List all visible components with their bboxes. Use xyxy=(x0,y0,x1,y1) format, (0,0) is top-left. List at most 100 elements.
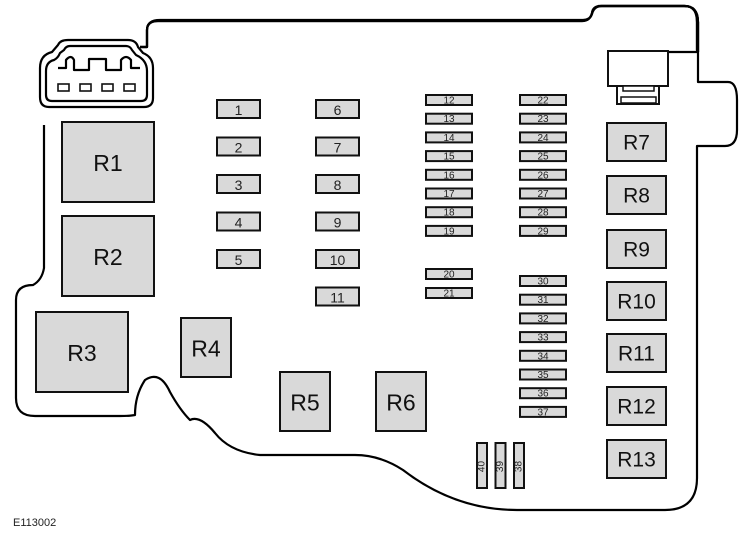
relay-r2: R2 xyxy=(61,215,155,297)
mini-fuse-label: 17 xyxy=(443,189,455,200)
mini-fuse-label: 18 xyxy=(443,208,455,219)
relay-r12: R12 xyxy=(606,386,667,426)
fuse-label: 4 xyxy=(235,215,243,231)
fuse-7: 7 xyxy=(315,136,360,157)
fuse-10: 10 xyxy=(315,249,360,269)
relay-label: R11 xyxy=(618,343,655,366)
fuse-label: 5 xyxy=(235,252,243,268)
vertical-fuse-label: 40 xyxy=(477,461,488,473)
mini-fuse-24: 24 xyxy=(519,131,567,144)
mini-fuse-label: 15 xyxy=(443,152,455,163)
mini-fuse-33: 33 xyxy=(519,331,567,344)
fuse-4: 4 xyxy=(216,211,261,232)
mini-fuse-37: 37 xyxy=(519,405,567,418)
mini-fuse-12: 12 xyxy=(425,94,473,107)
relay-label: R1 xyxy=(93,150,122,176)
mini-fuse-18: 18 xyxy=(425,206,473,219)
fuse-1: 1 xyxy=(216,99,261,119)
mini-fuse-22: 22 xyxy=(519,94,567,107)
relay-label: R5 xyxy=(290,390,319,416)
mini-fuse-label: 21 xyxy=(443,289,455,300)
relay-label: R3 xyxy=(67,340,96,366)
fuse-2: 2 xyxy=(216,136,261,157)
fuse-label: 3 xyxy=(235,177,243,193)
mini-fuse-35: 35 xyxy=(519,368,567,381)
vertical-fuse-label: 39 xyxy=(495,461,506,473)
mini-fuse-34: 34 xyxy=(519,349,567,362)
mini-fuse-label: 14 xyxy=(443,133,455,144)
mini-fuse-label: 31 xyxy=(537,295,549,306)
relay-r4: R4 xyxy=(180,317,232,378)
relay-r13: R13 xyxy=(606,439,667,479)
relay-label: R9 xyxy=(623,239,650,262)
relay-r3: R3 xyxy=(35,311,129,393)
mini-fuse-label: 32 xyxy=(537,314,549,325)
relay-r7: R7 xyxy=(606,122,667,162)
mini-fuse-label: 12 xyxy=(443,96,455,107)
mini-fuse-27: 27 xyxy=(519,187,567,200)
mini-fuse-21: 21 xyxy=(425,287,473,300)
figure-caption: E113002 xyxy=(13,517,57,529)
fuse-box-outline-main xyxy=(140,4,700,52)
relay-label: R13 xyxy=(617,449,656,472)
fuse-label: 10 xyxy=(330,252,346,268)
connector-plug-icon xyxy=(38,38,155,109)
fuse-8: 8 xyxy=(315,174,360,194)
mini-fuse-23: 23 xyxy=(519,112,567,125)
fuse-5: 5 xyxy=(216,249,261,269)
fuse-label: 7 xyxy=(334,140,342,156)
relay-r8: R8 xyxy=(606,175,667,215)
mini-fuse-label: 34 xyxy=(537,351,549,362)
diode-module-icon xyxy=(607,50,669,105)
mini-fuse-19: 19 xyxy=(425,224,473,237)
fuse-3: 3 xyxy=(216,174,261,194)
relay-label: R2 xyxy=(93,244,122,270)
mini-fuse-label: 28 xyxy=(537,208,549,219)
mini-fuse-label: 27 xyxy=(537,189,549,200)
mini-fuse-label: 25 xyxy=(537,152,549,163)
vertical-fuse-39: 39 xyxy=(494,442,507,489)
mini-fuse-13: 13 xyxy=(425,112,473,125)
mini-fuse-28: 28 xyxy=(519,206,567,219)
mini-fuse-label: 20 xyxy=(443,270,455,281)
relay-r9: R9 xyxy=(606,229,667,269)
mini-fuse-17: 17 xyxy=(425,187,473,200)
mini-fuse-label: 22 xyxy=(537,96,549,107)
fuse-label: 8 xyxy=(334,177,342,193)
mini-fuse-20: 20 xyxy=(425,268,473,281)
relay-r11: R11 xyxy=(606,333,667,373)
fuse-label: 11 xyxy=(330,290,345,306)
relay-label: R8 xyxy=(623,185,650,208)
mini-fuse-29: 29 xyxy=(519,224,567,237)
mini-fuse-32: 32 xyxy=(519,312,567,325)
mini-fuse-label: 35 xyxy=(537,370,549,381)
fuse-6: 6 xyxy=(315,99,360,119)
fuse-label: 2 xyxy=(235,140,243,156)
relay-r6: R6 xyxy=(375,371,427,432)
fuse-9: 9 xyxy=(315,211,360,232)
relay-r1: R1 xyxy=(61,121,155,203)
mini-fuse-31: 31 xyxy=(519,293,567,306)
mini-fuse-30: 30 xyxy=(519,275,567,288)
relay-label: R4 xyxy=(191,336,221,362)
mini-fuse-label: 26 xyxy=(537,170,549,181)
mini-fuse-label: 33 xyxy=(537,333,549,344)
mini-fuse-15: 15 xyxy=(425,150,473,163)
mini-fuse-26: 26 xyxy=(519,168,567,181)
fuse-label: 6 xyxy=(334,102,342,118)
mini-fuse-label: 19 xyxy=(443,226,455,237)
relay-label: R10 xyxy=(617,291,656,314)
fuse-label: 1 xyxy=(235,102,243,118)
fuse-box-outline-right xyxy=(598,4,699,50)
vertical-fuse-38: 38 xyxy=(513,442,525,489)
mini-fuse-label: 29 xyxy=(537,226,549,237)
vertical-fuse-label: 38 xyxy=(514,461,525,473)
mini-fuse-label: 13 xyxy=(443,114,455,125)
relay-label: R6 xyxy=(386,390,415,416)
mini-fuse-16: 16 xyxy=(425,168,473,181)
mini-fuse-label: 30 xyxy=(537,277,549,288)
relay-label: R12 xyxy=(617,396,656,419)
vertical-fuse-40: 40 xyxy=(476,442,488,489)
mini-fuse-label: 37 xyxy=(537,407,549,418)
